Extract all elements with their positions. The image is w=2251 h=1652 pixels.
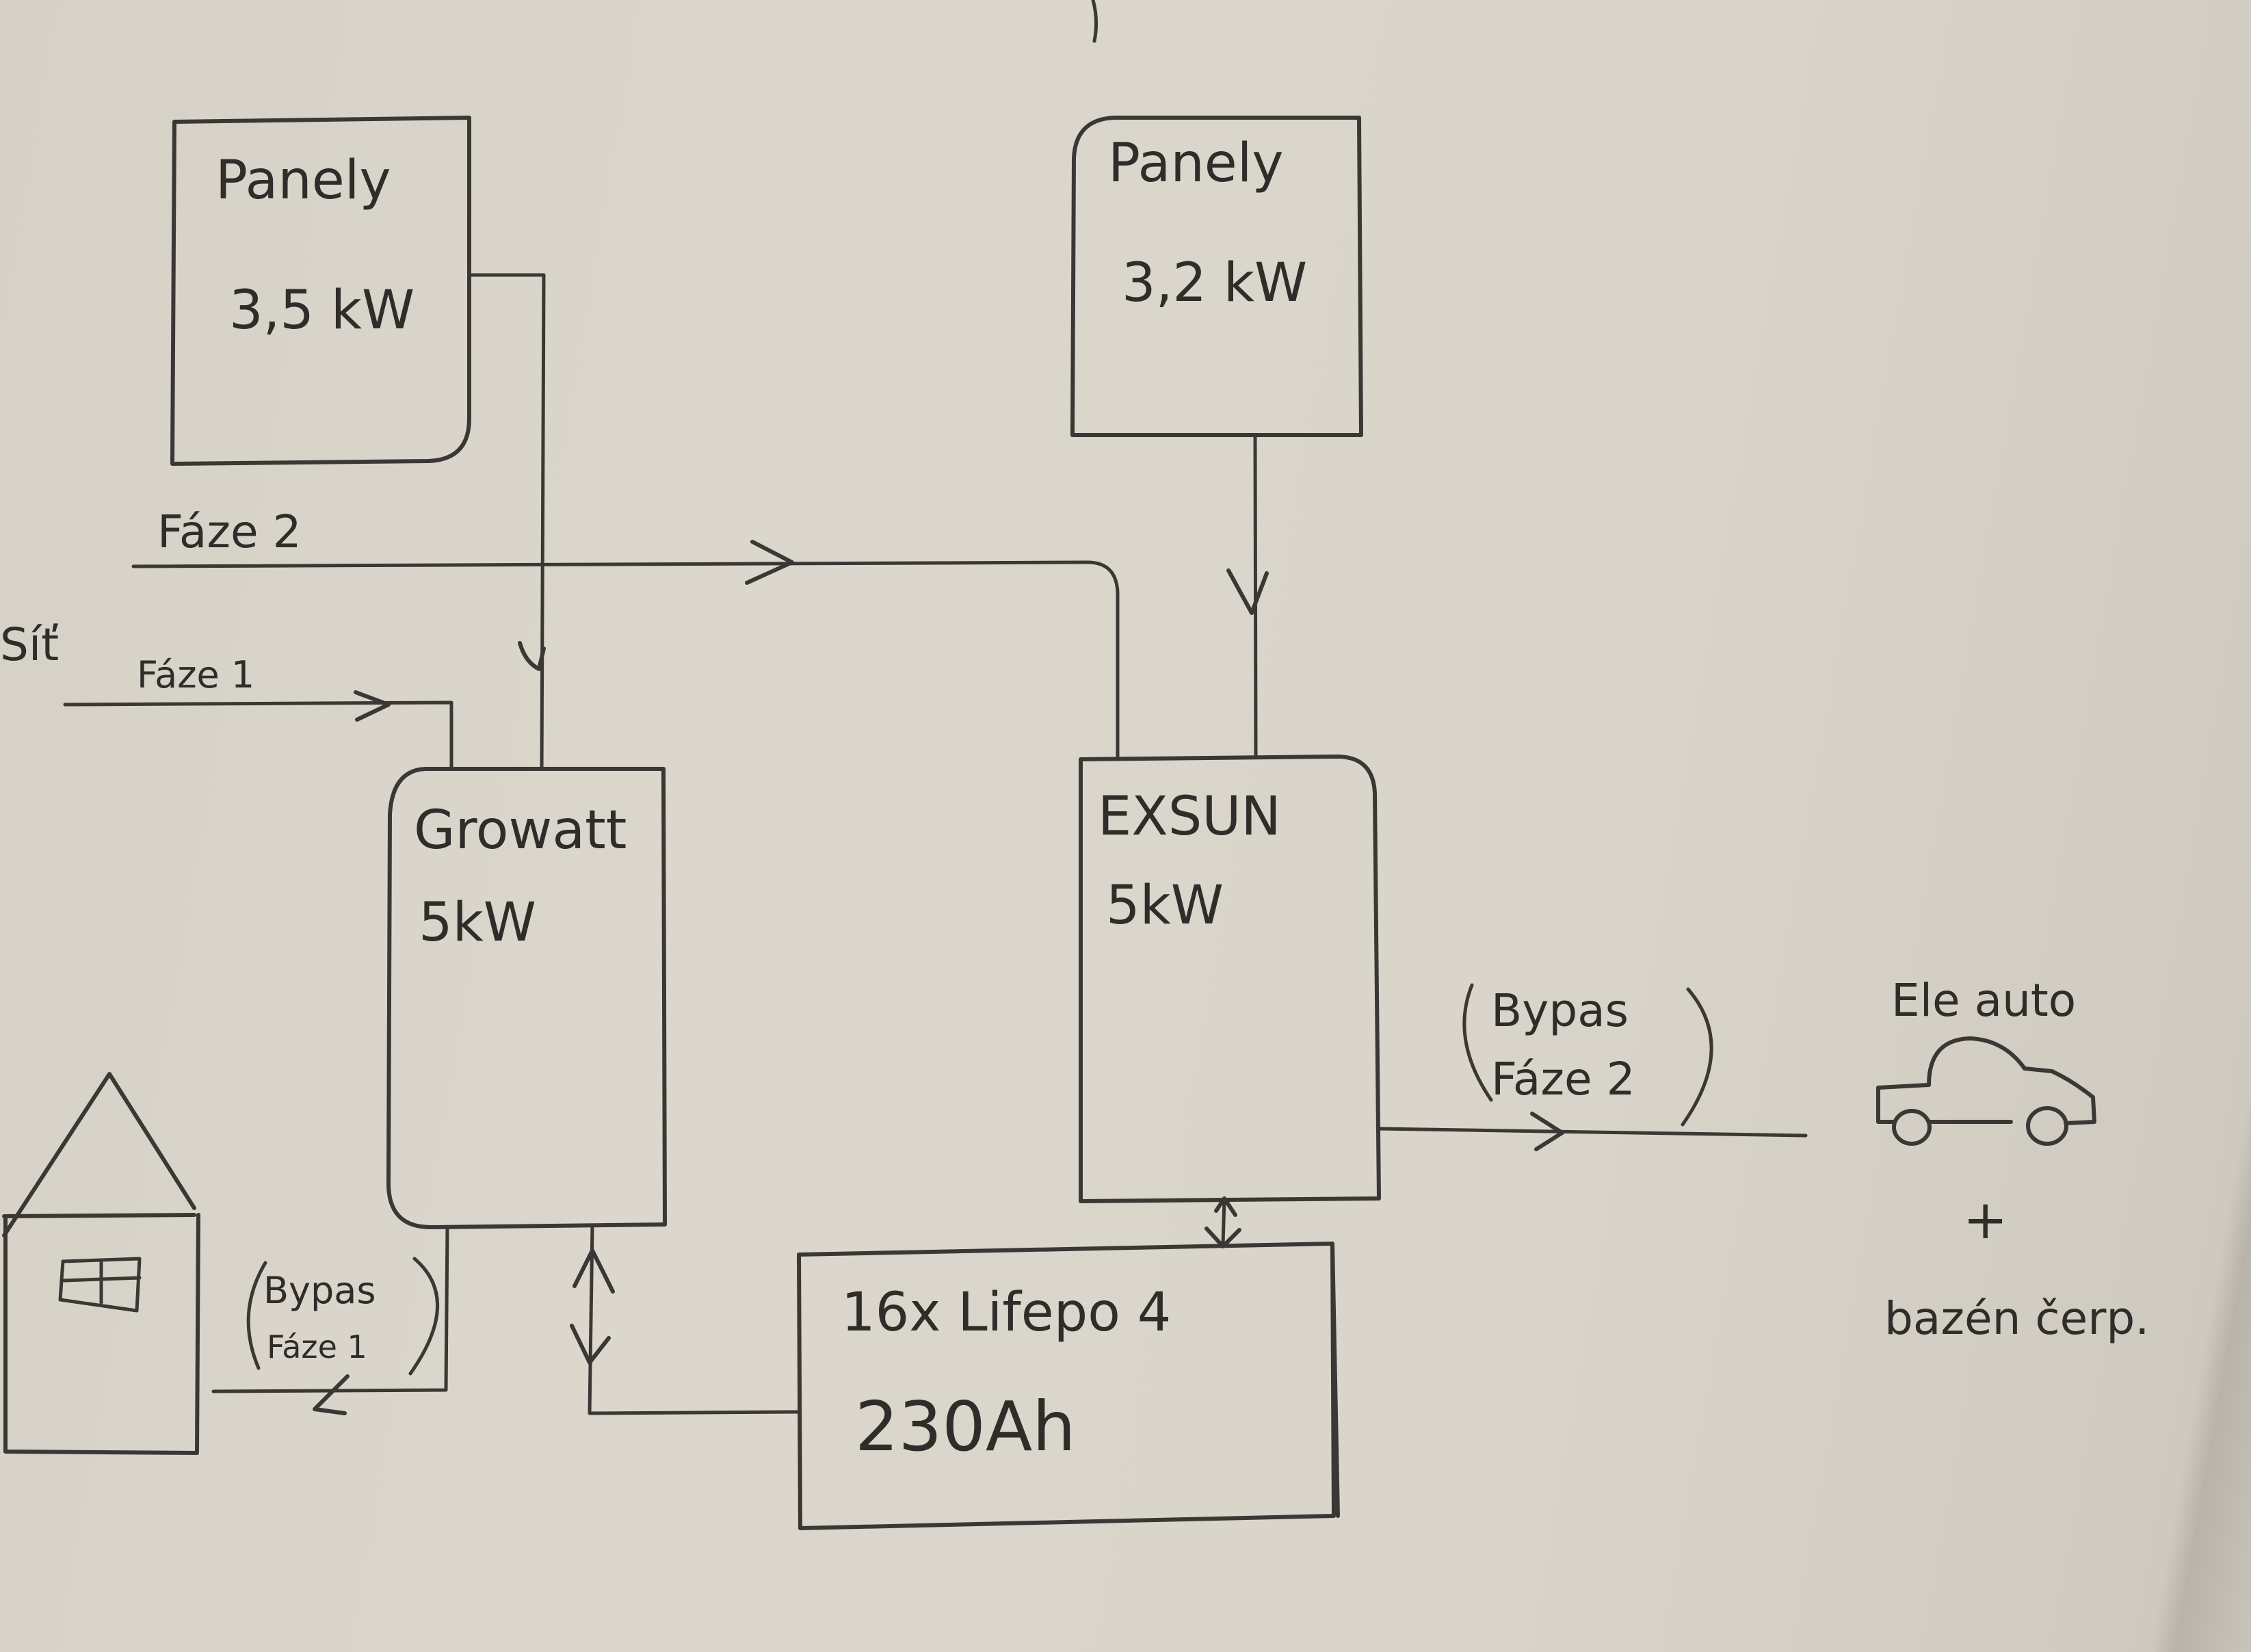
edge-panels-left-growatt [467,273,546,771]
edge-panels-right-exsun [1226,433,1269,759]
node-ev: Ele auto + bazén čerp. [1876,974,2149,1345]
house-window-icon [58,1257,142,1313]
car-wheel-rear-icon [1892,1109,1932,1146]
phase1-arrow-icon [354,690,391,722]
node-panels-right: Panely 3,2 kW [1070,116,1363,437]
growatt-name: Growatt [414,800,627,861]
battery-capacity: 230Ah [855,1387,1076,1467]
phase1-line [63,700,453,771]
edge-exsun-battery [1205,1196,1241,1248]
bypass2-line2: Fáze 2 [1491,1053,1635,1105]
bypass1-arrow-icon [313,1374,350,1415]
growatt-battery-arrow-up-icon [572,1248,615,1294]
growatt-power: 5kW [419,892,536,954]
house-icon [2,1072,200,1455]
edge-phase2: Fáze 2 [131,506,1120,760]
bypass2-line [1377,1127,1808,1138]
growatt-battery-arrow-down-icon [570,1324,611,1365]
bypass2-paren-right [1681,987,1713,1127]
node-panels-left: Panely 3,5 kW [170,116,471,466]
bypass1-line2: Fáze 1 [267,1328,367,1365]
bypass2-paren-left [1462,983,1493,1102]
battery-name: 16x Lifepo 4 [841,1282,1171,1343]
ev-extra: bazén čerp. [1884,1292,2149,1345]
paper-mark [1091,0,1098,43]
node-battery: 16x Lifepo 4 230Ah [797,1242,1340,1530]
node-exsun: EXSUN 5kW [1079,755,1381,1203]
edge-bypass1: Bypas Fáze 1 [211,1225,449,1415]
bypass1-line [211,1225,449,1393]
battery-box [797,1242,1336,1530]
grid-label: Síť [0,618,59,671]
bypass2-line1: Bypas [1491,984,1629,1037]
growatt-box [386,767,667,1229]
phase1-label: Fáze 1 [137,653,254,696]
exsun-battery-arrow-up-icon [1214,1196,1237,1217]
panels-right-name: Panely [1108,133,1284,194]
exsun-battery-line [1221,1198,1226,1246]
phase2-line [131,560,1120,760]
panels-right-power: 3,2 kW [1122,252,1307,314]
bypass2-arrow-icon [1530,1112,1564,1151]
car-icon [1876,1036,2096,1146]
bypass1-line1: Bypas [263,1269,376,1312]
panels-left-growatt-line [467,273,546,771]
ev-name: Ele auto [1891,974,2076,1027]
exsun-name: EXSUN [1098,786,1281,848]
edge-phase1: Fáze 1 [63,653,453,771]
ev-plus: + [1963,1190,2008,1251]
phase2-label: Fáze 2 [157,506,302,558]
edge-bypass2: Bypas Fáze 2 [1377,983,1808,1151]
exsun-box [1079,755,1381,1203]
growatt-battery-line [588,1224,801,1415]
battery-box-edge [1330,1242,1340,1518]
panels-right-exsun-line [1253,433,1258,759]
panels-right-exsun-arrow-icon [1226,568,1269,615]
panels-right-box [1070,116,1363,437]
panels-left-power: 3,5 kW [229,280,414,341]
panels-left-growatt-arrow-icon [518,641,546,671]
car-wheel-front-icon [2026,1106,2068,1146]
exsun-power: 5kW [1106,875,1224,936]
exsun-battery-arrow-down-icon [1205,1227,1241,1248]
bypass1-paren-left [246,1261,267,1370]
edge-growatt-battery [570,1224,801,1415]
node-growatt: Growatt 5kW [386,767,667,1229]
panels-left-name: Panely [215,150,391,211]
bypass1-paren-right [408,1257,440,1376]
panels-left-box [170,116,471,466]
phase2-arrow-icon [745,540,794,585]
